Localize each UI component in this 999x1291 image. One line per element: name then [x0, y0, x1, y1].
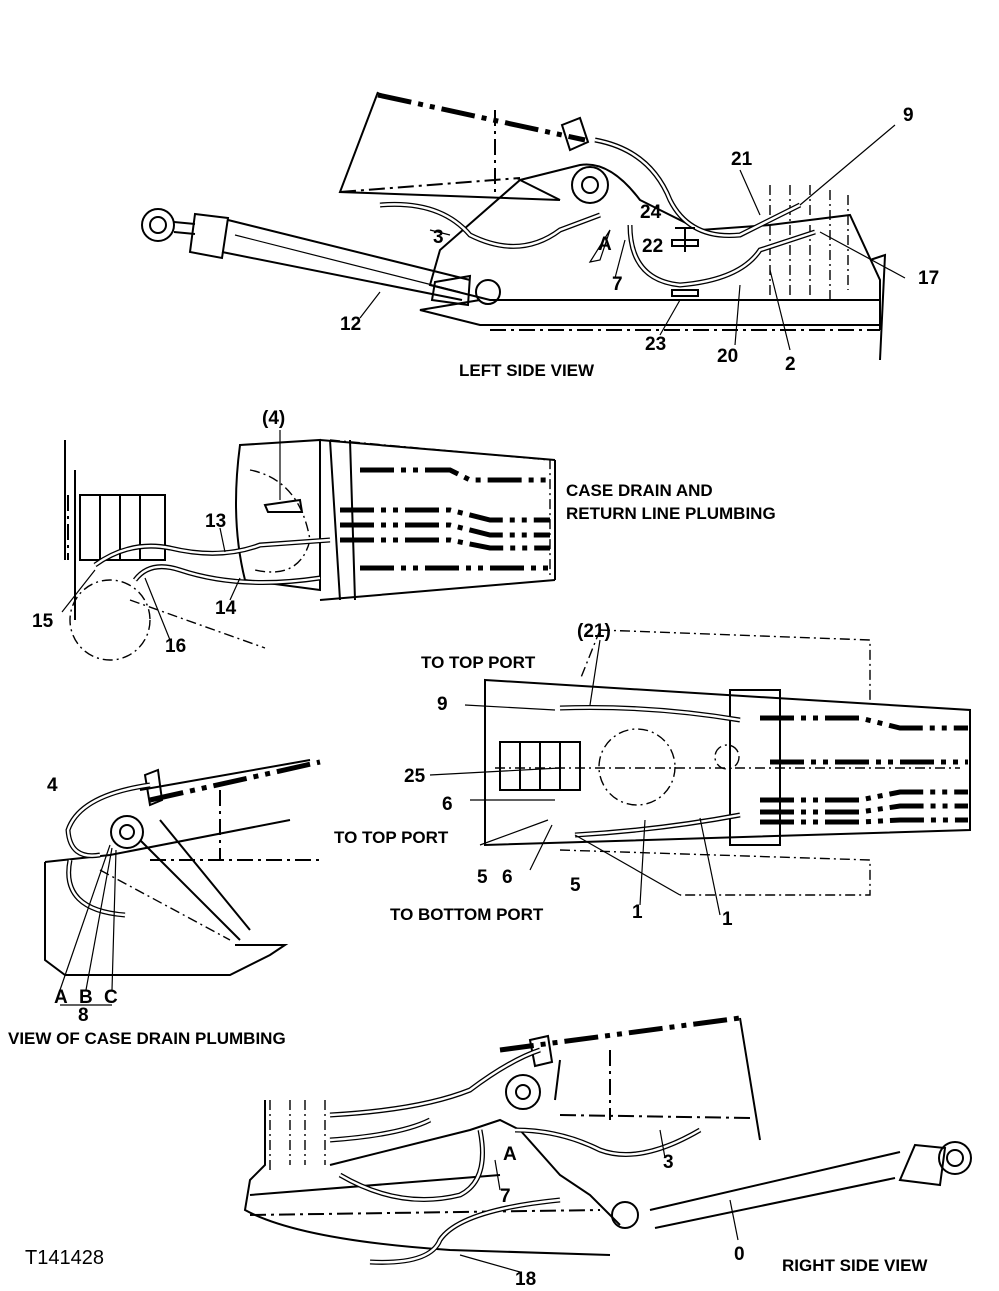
- callout-20: 20: [717, 346, 738, 367]
- right-side-view-caption: RIGHT SIDE VIEW: [782, 1256, 928, 1275]
- callout-b: B: [79, 987, 93, 1008]
- callout-21-ref: (21): [577, 621, 611, 642]
- callout-1-left: 1: [632, 902, 643, 923]
- case-drain-return-labels: (4) CASE DRAIN AND RETURN LINE PLUMBING …: [32, 408, 776, 657]
- callout-17: 17: [918, 268, 939, 289]
- callout-0: 0: [734, 1244, 745, 1265]
- case-drain-return-view: [61, 430, 556, 661]
- callout-6-upper: 6: [442, 794, 453, 815]
- to-bottom-port-label: TO BOTTOM PORT: [390, 905, 544, 924]
- callout-1-right: 1: [722, 909, 733, 930]
- callout-2: 2: [785, 354, 796, 375]
- top-view-labels: (21) TO TOP PORT 9 25 6 TO TOP PORT 5 6 …: [334, 621, 733, 930]
- top-view: [429, 629, 971, 916]
- callout-21: 21: [731, 149, 753, 170]
- to-top-port-label-2: TO TOP PORT: [334, 828, 449, 847]
- left-side-view-caption: LEFT SIDE VIEW: [459, 361, 595, 380]
- callout-a-right: A: [503, 1144, 517, 1165]
- case-drain-labels: 4 A B C 8 VIEW OF CASE DRAIN PLUMBING: [8, 775, 286, 1048]
- callout-15: 15: [32, 611, 54, 632]
- case-drain-view: [44, 759, 321, 1006]
- left-side-labels: 9 21 24 A 3 22 7 17 12 23 20 2 LEFT SIDE…: [340, 105, 939, 380]
- callout-7: 7: [612, 274, 623, 295]
- callout-3: 3: [433, 227, 444, 248]
- callout-13: 13: [205, 511, 226, 532]
- callout-5-left: 5: [477, 867, 488, 888]
- right-side-labels: 3 A 7 0 18 RIGHT SIDE VIEW T141428: [25, 1144, 928, 1290]
- case-drain-return-caption-line2: RETURN LINE PLUMBING: [566, 504, 776, 523]
- callout-6-lower: 6: [502, 867, 513, 888]
- callout-9: 9: [903, 105, 914, 126]
- callout-16: 16: [165, 636, 186, 657]
- left-side-view: [141, 91, 906, 361]
- callout-18: 18: [515, 1269, 536, 1290]
- callout-25: 25: [404, 766, 426, 787]
- callout-23: 23: [645, 334, 666, 355]
- right-side-view: [243, 1015, 972, 1273]
- callout-4-ref: (4): [262, 408, 285, 429]
- callout-c: C: [104, 987, 118, 1008]
- figure-id: T141428: [25, 1247, 104, 1269]
- case-drain-view-caption: VIEW OF CASE DRAIN PLUMBING: [8, 1029, 286, 1048]
- case-drain-return-caption-line1: CASE DRAIN AND: [566, 481, 713, 500]
- callout-24: 24: [640, 202, 662, 223]
- callout-12: 12: [340, 314, 361, 335]
- to-top-port-label-1: TO TOP PORT: [421, 653, 536, 672]
- callout-8: 8: [78, 1005, 89, 1026]
- callout-7-right: 7: [500, 1186, 511, 1207]
- callout-a: A: [598, 234, 612, 255]
- callout-22: 22: [642, 236, 663, 257]
- callout-9-top: 9: [437, 694, 448, 715]
- callout-4: 4: [47, 775, 58, 796]
- callout-3-right: 3: [663, 1152, 674, 1173]
- callout-a-drain: A: [54, 987, 68, 1008]
- callout-5-right: 5: [570, 875, 581, 896]
- callout-14: 14: [215, 598, 237, 619]
